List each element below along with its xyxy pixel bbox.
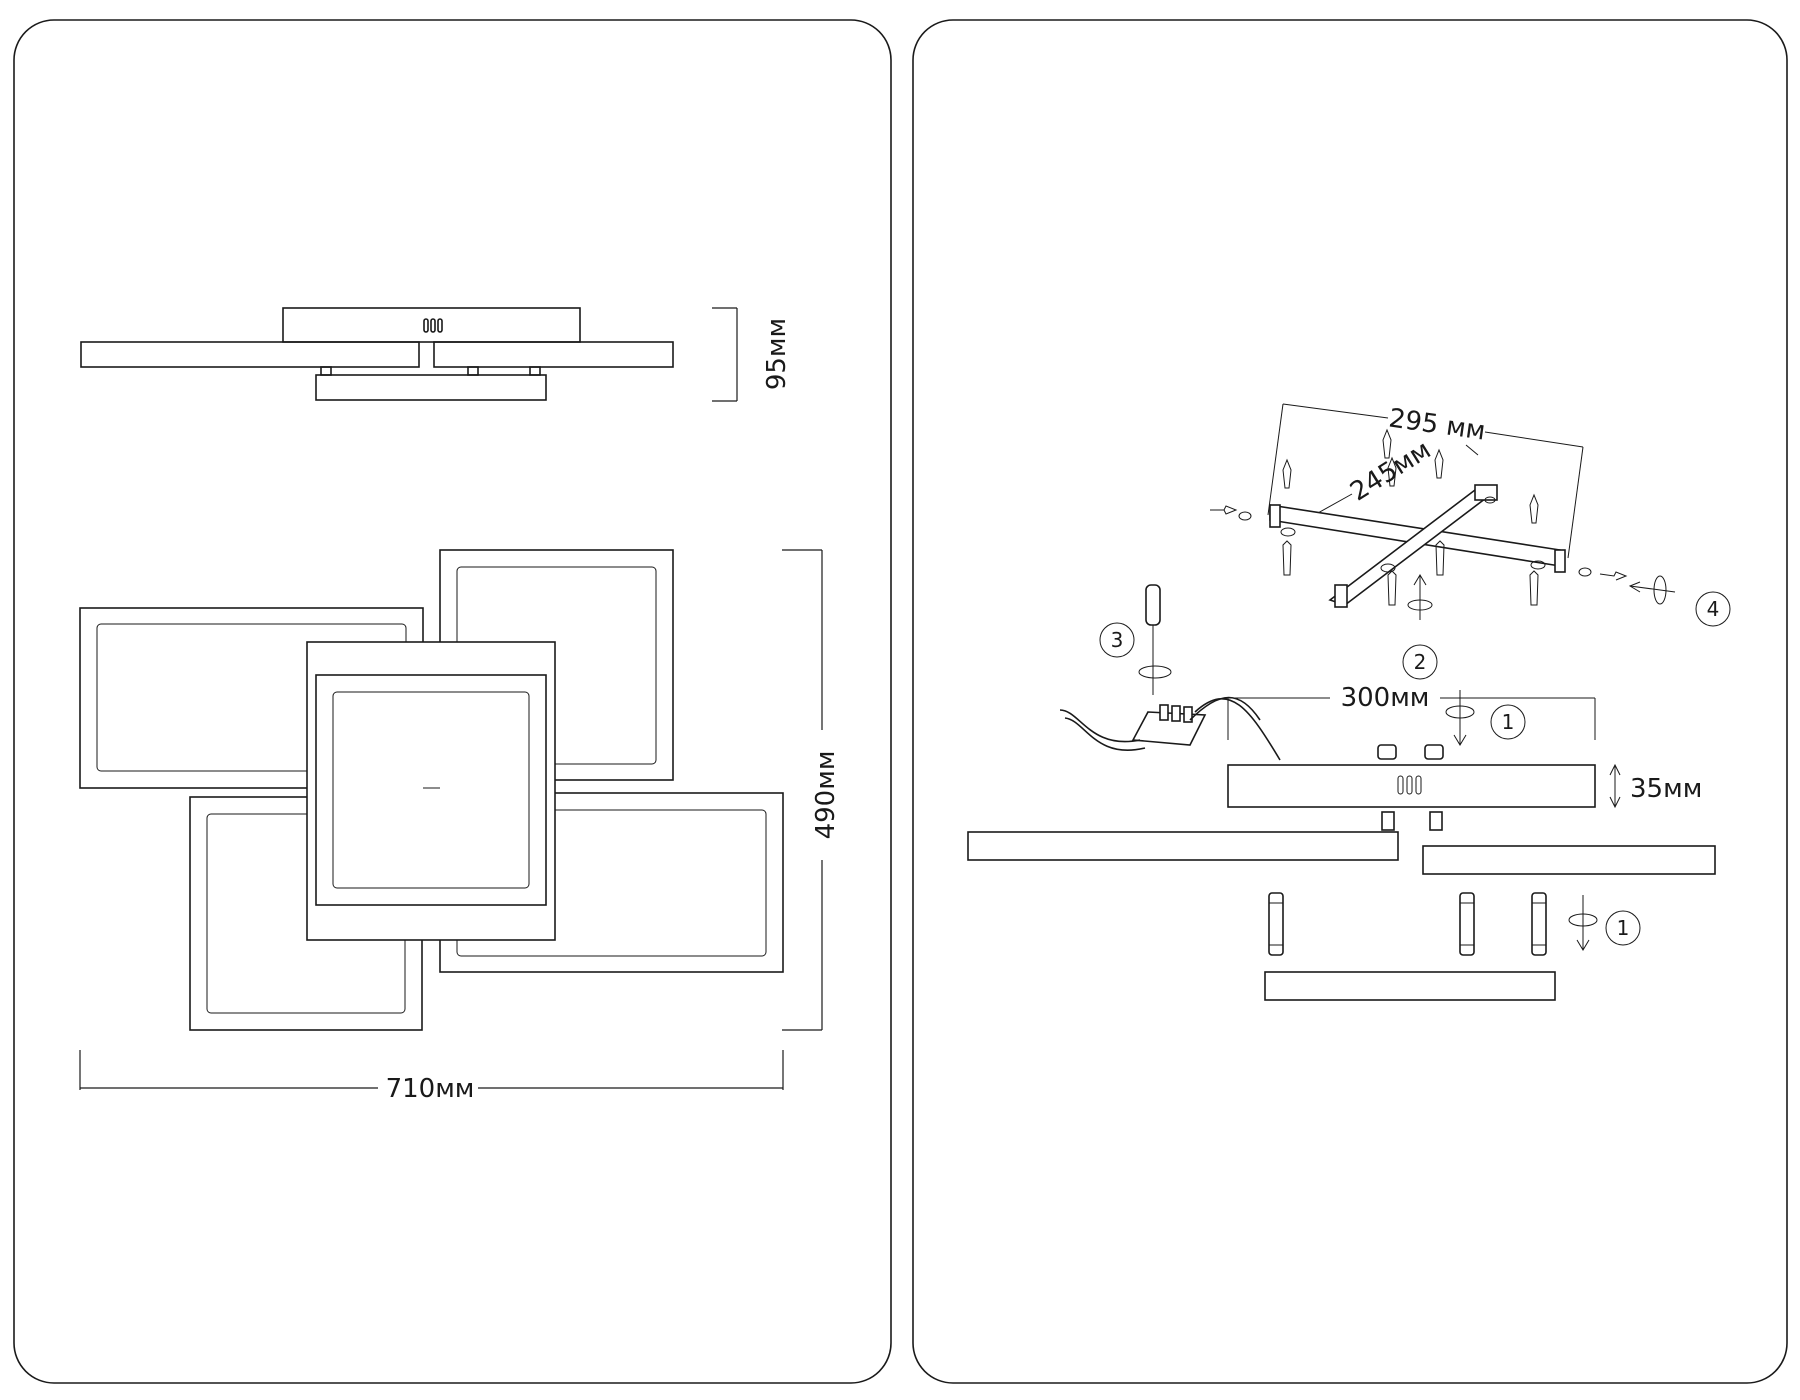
left-panel: 95мм xyxy=(13,19,892,1384)
height-dimension: 95мм xyxy=(712,307,792,402)
canopy xyxy=(1227,764,1596,831)
step-2-label: 2 xyxy=(1414,650,1427,674)
depth-label: 490мм xyxy=(811,751,841,840)
side-frame-right xyxy=(433,341,674,368)
step-1-bottom-indicator: 1 xyxy=(1568,895,1641,951)
screwdriver-handle xyxy=(1145,584,1161,626)
width-dimension: 710мм xyxy=(79,1050,784,1104)
side-view xyxy=(80,307,674,401)
bracket-length-label: 295 мм xyxy=(1387,403,1487,446)
right-panel-frame xyxy=(912,19,1788,1384)
step-1-top-circle xyxy=(1490,704,1526,740)
canopy-height-dimension: 35мм xyxy=(1609,763,1702,809)
frame-bottom xyxy=(1264,971,1556,1001)
step-2-indicator: 2 xyxy=(1402,574,1438,680)
canopy-nuts xyxy=(1377,744,1444,760)
step-4-circle xyxy=(1695,591,1731,627)
height-label: 95мм xyxy=(762,318,792,390)
canopy-width-dimension: 300мм xyxy=(1227,683,1596,740)
canopy-width-label: 300мм xyxy=(1341,683,1430,713)
step-3-circle xyxy=(1099,622,1135,658)
canopy-height-label: 35мм xyxy=(1630,774,1702,804)
side-frame-bottom xyxy=(315,374,547,401)
bracket-screws xyxy=(1210,428,1628,606)
right-panel: 295 мм 245мм xyxy=(912,19,1788,1384)
frame-left xyxy=(967,831,1399,861)
frame-right xyxy=(1422,845,1716,875)
step-1-top-label: 1 xyxy=(1502,710,1515,734)
step-3-label: 3 xyxy=(1111,628,1124,652)
side-canopy xyxy=(282,307,581,343)
step-1-bottom-circle xyxy=(1605,910,1641,946)
depth-dimension: 490мм xyxy=(782,549,841,1031)
connector-posts xyxy=(1268,892,1547,956)
mounting-bracket xyxy=(1269,484,1566,608)
step-4-indicator: 4 xyxy=(1628,575,1731,627)
left-panel-frame xyxy=(13,19,892,1384)
step-4-label: 4 xyxy=(1707,597,1720,621)
side-frame-left xyxy=(80,341,420,368)
step-2-circle xyxy=(1402,644,1438,680)
terminal-block: 3 xyxy=(1059,584,1281,761)
step-1-top-indicator: 1 xyxy=(1445,690,1526,746)
width-label: 710мм xyxy=(386,1074,475,1104)
step-1-bottom-label: 1 xyxy=(1617,916,1630,940)
top-view xyxy=(79,549,784,1031)
